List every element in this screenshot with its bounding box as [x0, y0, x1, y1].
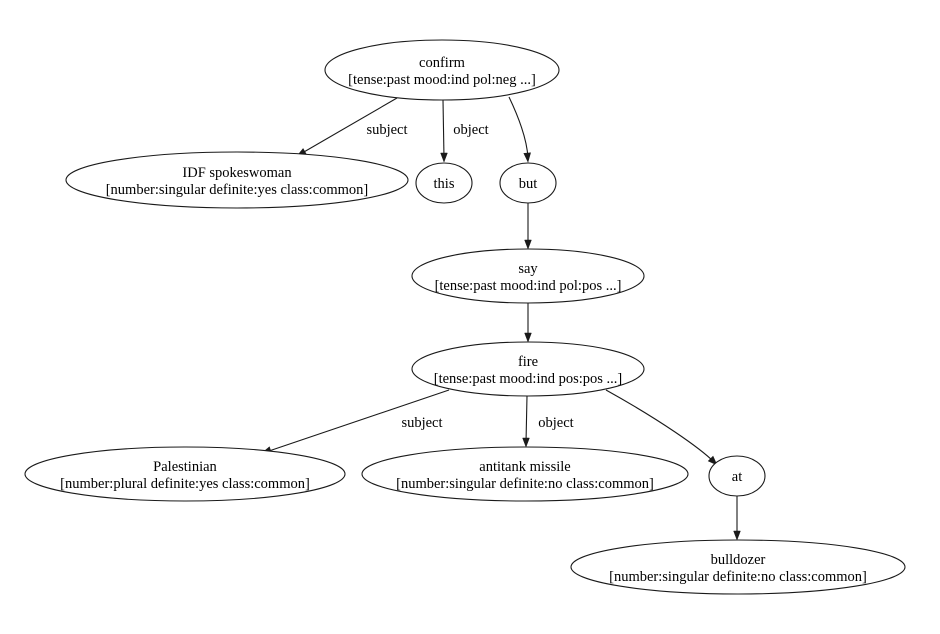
- node-features: [tense:past mood:ind pol:neg ...]: [348, 72, 536, 88]
- edge-at-bulldozer: [733, 496, 741, 541]
- edge-say-fire: [524, 303, 532, 343]
- node-lemma: this: [434, 176, 455, 192]
- node-ellipse[interactable]: [65, 151, 409, 209]
- node-lemma: antitank missile: [479, 459, 570, 475]
- node-palestinian[interactable]: Palestinian[number:plural definite:yes c…: [24, 446, 346, 502]
- node-features: [number:singular definite:no class:commo…: [396, 476, 654, 492]
- node-confirm[interactable]: confirm[tense:past mood:ind pol:neg ...]: [324, 39, 560, 101]
- node-lemma: IDF spokeswoman: [182, 165, 292, 181]
- node-idf_spokeswoman[interactable]: IDF spokeswoman[number:singular definite…: [65, 151, 409, 209]
- edge-line: [296, 97, 398, 157]
- node-features: [number:plural definite:yes class:common…: [60, 476, 310, 492]
- node-label: confirm[tense:past mood:ind pol:neg ...]: [348, 55, 536, 88]
- arrowhead-icon: [733, 530, 741, 541]
- node-lemma: but: [519, 176, 538, 192]
- node-ellipse[interactable]: [708, 455, 766, 497]
- edge-confirm-but: [508, 96, 531, 163]
- edge-line: [525, 395, 528, 444]
- node-this[interactable]: this: [415, 162, 473, 204]
- node-features: [tense:past mood:ind pos:pos ...]: [434, 371, 623, 387]
- node-ellipse[interactable]: [415, 162, 473, 204]
- node-label: but: [519, 176, 538, 192]
- node-fire[interactable]: fire[tense:past mood:ind pos:pos ...]: [411, 341, 645, 397]
- node-label: say[tense:past mood:ind pol:pos ...]: [435, 261, 622, 294]
- nodes-layer: confirm[tense:past mood:ind pol:neg ...]…: [24, 39, 906, 595]
- edge-line: [605, 389, 715, 463]
- node-features: [number:singular definite:no class:commo…: [609, 569, 867, 585]
- node-label: Palestinian[number:plural definite:yes c…: [60, 459, 310, 492]
- edge-confirm-object-this: [440, 99, 448, 163]
- edge-fire-at: [605, 389, 718, 466]
- node-label: at: [732, 469, 742, 485]
- edge-line: [265, 389, 450, 453]
- node-label: bulldozer[number:singular definite:no cl…: [609, 552, 867, 585]
- node-bulldozer[interactable]: bulldozer[number:singular definite:no cl…: [570, 539, 906, 595]
- edge-fire-object-missile: [522, 395, 530, 448]
- node-say[interactable]: say[tense:past mood:ind pol:pos ...]: [411, 248, 645, 304]
- node-lemma: Palestinian: [153, 459, 217, 475]
- node-lemma: at: [732, 469, 742, 485]
- node-lemma: bulldozer: [711, 552, 766, 568]
- arrowhead-icon: [522, 437, 530, 448]
- node-ellipse[interactable]: [411, 248, 645, 304]
- node-label: IDF spokeswoman[number:singular definite…: [106, 165, 369, 198]
- node-lemma: fire: [518, 354, 538, 370]
- edge-label-subject: subject: [366, 122, 407, 138]
- edge-label-subject: subject: [401, 415, 442, 431]
- edge-label-object: object: [453, 122, 488, 138]
- node-but[interactable]: but: [499, 162, 557, 204]
- node-antitank_missile[interactable]: antitank missile[number:singular definit…: [361, 446, 689, 502]
- node-at[interactable]: at: [708, 455, 766, 497]
- node-features: [tense:past mood:ind pol:pos ...]: [435, 278, 622, 294]
- node-ellipse[interactable]: [570, 539, 906, 595]
- arrowhead-icon: [707, 455, 718, 466]
- node-label: this: [434, 176, 455, 192]
- arrowhead-icon: [524, 239, 532, 250]
- edge-line: [508, 96, 529, 159]
- node-ellipse[interactable]: [499, 162, 557, 204]
- node-features: [number:singular definite:yes class:comm…: [106, 182, 369, 198]
- node-ellipse[interactable]: [411, 341, 645, 397]
- node-lemma: say: [518, 261, 538, 277]
- node-ellipse[interactable]: [361, 446, 689, 502]
- node-label: antitank missile[number:singular definit…: [396, 459, 654, 492]
- node-lemma: confirm: [419, 55, 466, 71]
- node-ellipse[interactable]: [24, 446, 346, 502]
- edge-but-say: [524, 203, 532, 250]
- edge-label-object: object: [538, 415, 573, 431]
- arrowhead-icon: [440, 152, 448, 163]
- arrowhead-icon: [523, 152, 531, 163]
- edge-line: [442, 99, 445, 159]
- edge-labels-layer: subject object subject object: [366, 122, 573, 431]
- node-label: fire[tense:past mood:ind pos:pos ...]: [434, 354, 623, 387]
- node-ellipse[interactable]: [324, 39, 560, 101]
- arrowhead-icon: [524, 332, 532, 343]
